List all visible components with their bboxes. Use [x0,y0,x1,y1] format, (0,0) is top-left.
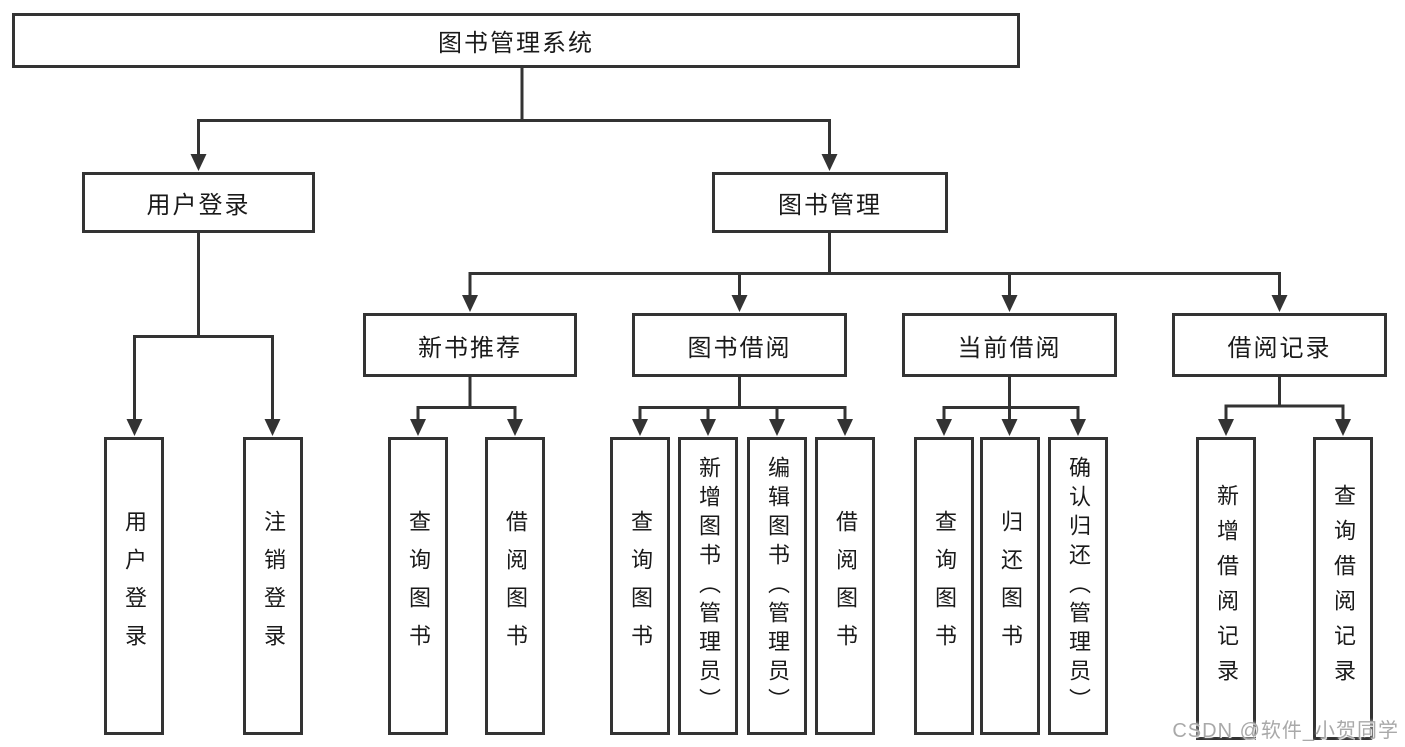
leaf-query-books-current-label: 查询图书 [932,510,957,662]
leaf-edit-books-admin-label: 编辑图书（管理员） [765,455,790,717]
leaf-add-borrow-record-label: 新增借阅记录 [1214,483,1239,694]
node-user-login: 用户登录 [82,172,315,233]
leaf-borrow-books-recommend: 借阅图书 [485,437,545,735]
leaf-add-books-admin: 新增图书（管理员） [678,437,738,735]
leaf-query-books-current: 查询图书 [914,437,974,735]
leaf-query-borrow-record: 查询借阅记录 [1313,437,1373,740]
leaf-confirm-return-admin: 确认归还（管理员） [1048,437,1108,735]
leaf-add-books-admin-label: 新增图书（管理员） [696,455,721,717]
node-book-management-label: 图书管理 [778,192,882,219]
node-current-borrowing: 当前借阅 [902,313,1117,377]
node-book-management: 图书管理 [712,172,948,233]
leaf-edit-books-admin: 编辑图书（管理员） [747,437,807,735]
leaf-query-borrow-record-label: 查询借阅记录 [1331,483,1356,694]
leaf-add-borrow-record: 新增借阅记录 [1196,437,1256,740]
node-new-book-recommend: 新书推荐 [363,313,577,377]
leaf-return-books: 归还图书 [980,437,1040,735]
leaf-user-login-label: 用户登录 [122,510,147,662]
node-user-login-label: 用户登录 [146,192,251,219]
leaf-logout-label: 注销登录 [261,510,286,662]
leaf-borrow-books-recommend-label: 借阅图书 [503,510,528,662]
node-new-book-recommend-label: 新书推荐 [418,334,522,362]
csdn-watermark: CSDN @软件_小贺同学 [1172,720,1399,742]
leaf-borrow-books-label: 借阅图书 [833,510,858,662]
leaf-user-login: 用户登录 [104,437,164,735]
node-root-label: 图书管理系统 [438,30,594,57]
node-book-borrowing: 图书借阅 [632,313,847,377]
node-current-borrowing-label: 当前借阅 [957,334,1062,362]
leaf-logout: 注销登录 [243,437,303,735]
leaf-query-books-recommend-label: 查询图书 [406,510,431,662]
node-root: 图书管理系统 [12,13,1020,68]
leaf-confirm-return-admin-label: 确认归还（管理员） [1066,455,1091,717]
node-book-borrowing-label: 图书借阅 [687,334,792,362]
node-borrowing-records: 借阅记录 [1172,313,1387,377]
leaf-query-books-borrowing: 查询图书 [610,437,670,735]
leaf-borrow-books: 借阅图书 [815,437,875,735]
leaf-return-books-label: 归还图书 [998,510,1023,662]
leaf-query-books-borrowing-label: 查询图书 [628,510,653,662]
leaf-query-books-recommend: 查询图书 [388,437,448,735]
node-borrowing-records-label: 借阅记录 [1227,334,1332,362]
